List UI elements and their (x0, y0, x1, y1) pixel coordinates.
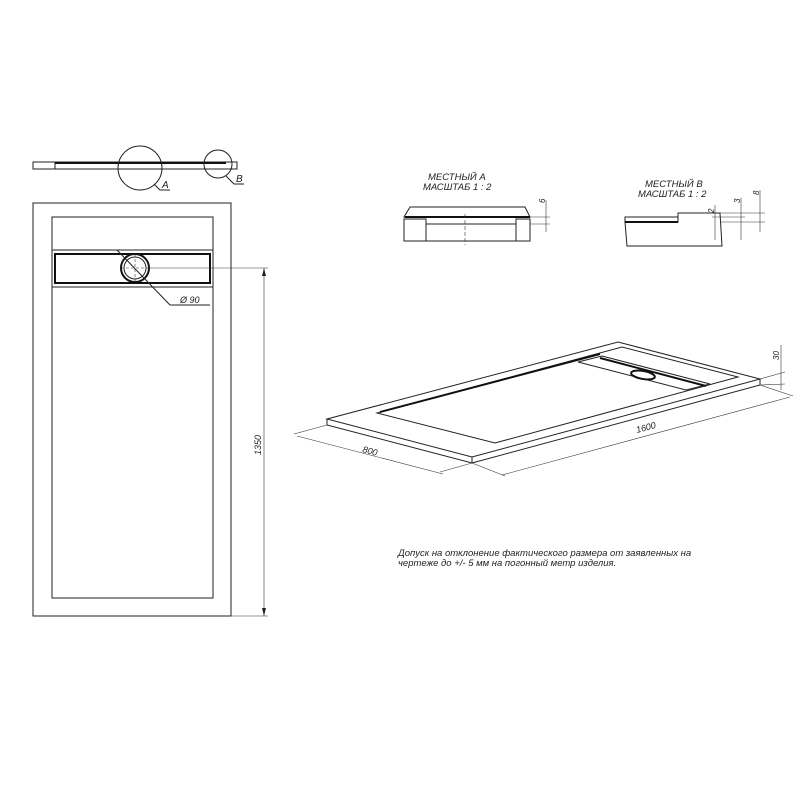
iso-view: 800 1600 30 (293, 341, 794, 477)
detail-b-dim-2: 2 (707, 208, 716, 214)
section-view: A B (32, 145, 244, 191)
tolerance-note: Допуск на отклонение фактического размер… (398, 549, 738, 569)
detail-b: МЕСТНЫЙ В МАСШТАБ 1 : 2 2 3 8 (624, 178, 765, 247)
tolerance-note-line-2: чертеже до +/- 5 мм на погонный метр изд… (398, 558, 617, 569)
callout-b-circle (203, 149, 233, 179)
detail-a-title-2: МАСШТАБ 1 : 2 (423, 182, 492, 193)
callout-a-circle (117, 145, 163, 191)
detail-a-dim: 6 (538, 198, 547, 203)
detail-b-dim-8: 8 (752, 190, 761, 195)
iso-height-dim-label: 30 (772, 351, 781, 360)
length-dim-label: 1350 (253, 435, 263, 455)
iso-length-dim-label: 1600 (635, 420, 657, 435)
tolerance-note-line-1: Допуск на отклонение фактического размер… (398, 548, 692, 559)
detail-b-title-1: МЕСТНЫЙ В (645, 178, 703, 190)
plan-view: Ø 90 1350 (32, 202, 268, 617)
iso-width-dim-label: 800 (361, 444, 378, 458)
callout-a-label: A (161, 180, 169, 191)
drain-diameter-label: Ø 90 (179, 295, 200, 305)
detail-a-title-1: МЕСТНЫЙ А (428, 171, 486, 183)
detail-b-title-2: МАСШТАБ 1 : 2 (638, 189, 707, 200)
detail-a: МЕСТНЫЙ А МАСШТАБ 1 : 2 6 (403, 171, 550, 245)
callout-b-label: B (236, 174, 243, 185)
detail-b-dim-3: 3 (733, 198, 742, 203)
